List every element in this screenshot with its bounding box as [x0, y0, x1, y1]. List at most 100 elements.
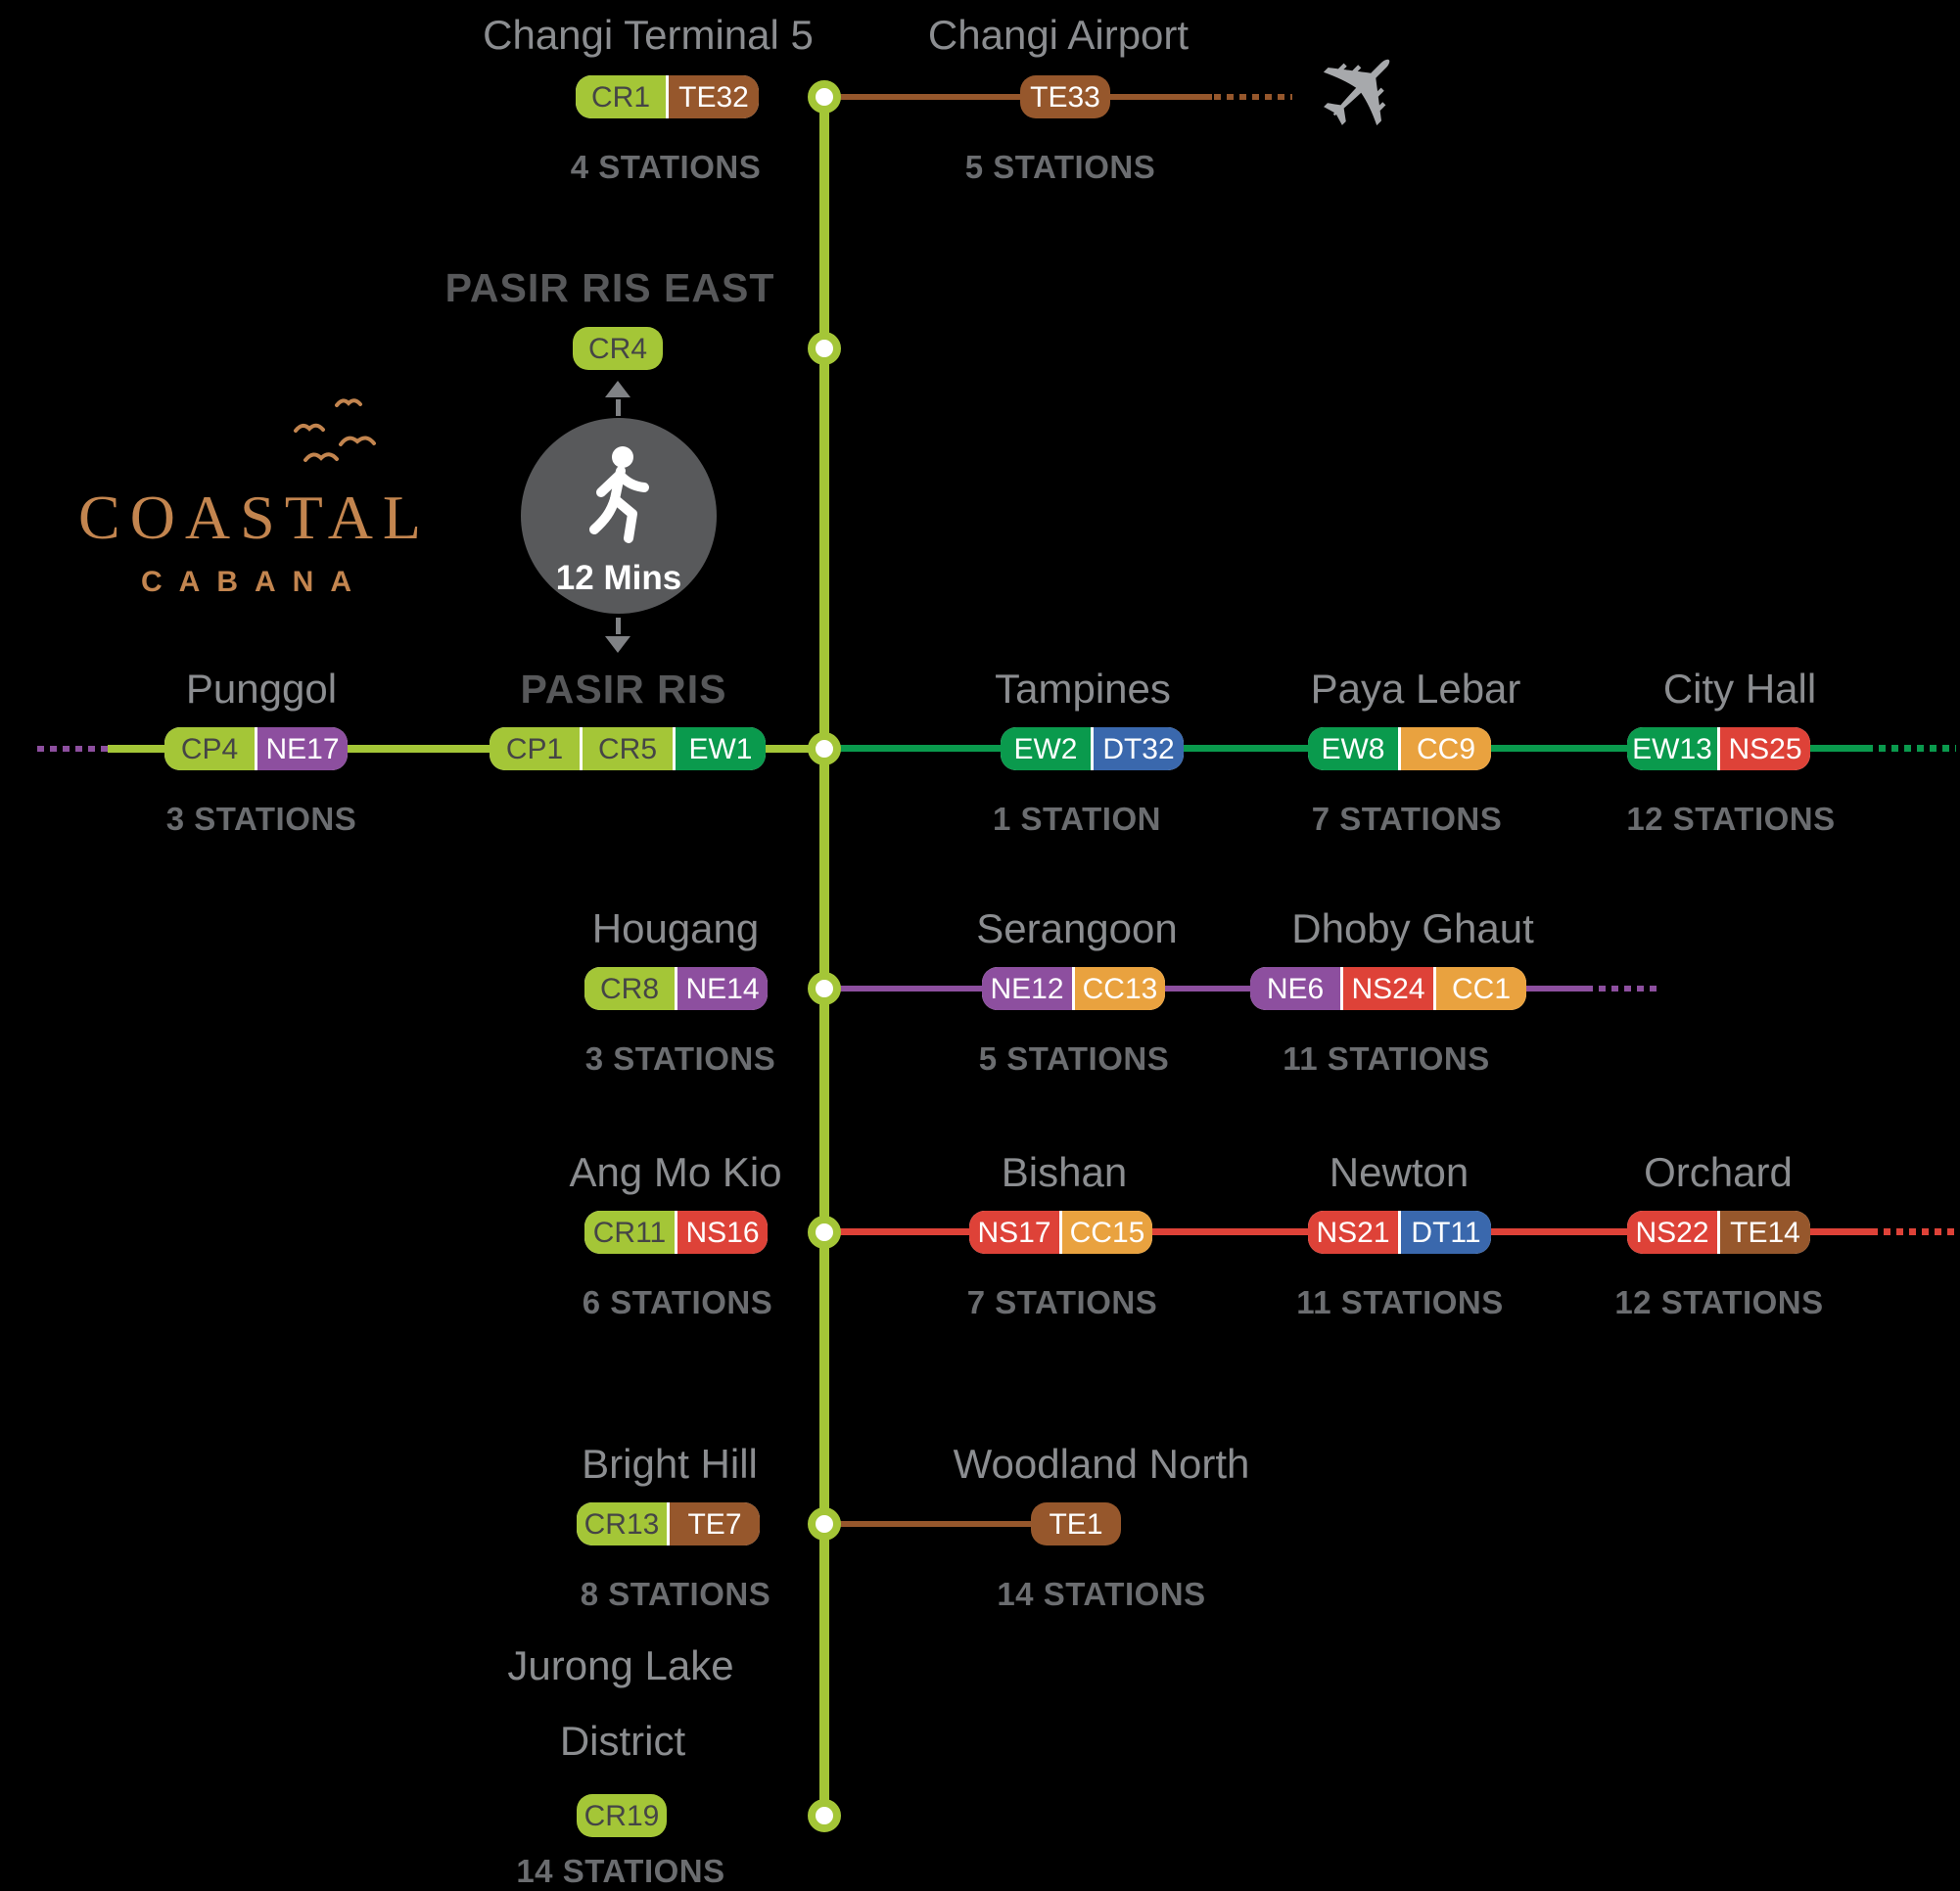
brand-title: COASTAL	[78, 483, 431, 552]
badge-segment: NE17	[257, 727, 348, 770]
airplane-icon: ✈	[1286, 14, 1439, 166]
station-badge-group: NE12 CC13	[982, 967, 1165, 1010]
station-badge-group: TE33	[1020, 75, 1110, 118]
walk-duration: 12 Mins	[555, 559, 682, 597]
te-line-woodland	[829, 1521, 1074, 1527]
station-label-dhoby-ghaut: Dhoby Ghaut	[1291, 905, 1534, 951]
station-badge-group: NS17 CC15	[969, 1211, 1152, 1254]
brand-subtitle: CABANA	[141, 566, 368, 598]
node-pasir-ris-row	[808, 732, 841, 765]
badge-segment: EW13	[1627, 727, 1717, 770]
badge-segment: NE14	[677, 967, 768, 1010]
arrow-down-dashes	[616, 618, 621, 634]
station-count-bright-hill: 8 STATIONS	[580, 1576, 771, 1612]
station-badge-group: CP4 NE17	[164, 727, 348, 770]
badge-segment: NS17	[969, 1211, 1059, 1254]
badge-segment: NS25	[1720, 727, 1810, 770]
station-badge-group: CR4	[573, 327, 663, 370]
station-label-paya-lebar: Paya Lebar	[1310, 666, 1521, 712]
badge-segment: TE14	[1720, 1211, 1810, 1254]
node-jurong-row	[808, 1799, 841, 1832]
station-count-hougang: 3 STATIONS	[584, 1040, 776, 1077]
station-badge-group: CR19	[577, 1794, 667, 1837]
ne-line	[829, 986, 1586, 992]
station-badge-group: NE6 NS24 CC1	[1250, 967, 1526, 1010]
station-label-pasir-ris-east: PASIR RIS EAST	[444, 265, 775, 310]
station-label-jurong-lake-1: Jurong Lake	[507, 1642, 734, 1688]
station-badge-group: CR8 NE14	[584, 967, 768, 1010]
badge-segment: NS16	[677, 1211, 768, 1254]
arrow-up-dashes	[616, 399, 621, 416]
badge-segment: CP1	[490, 727, 580, 770]
station-label-changi-t5: Changi Terminal 5	[483, 12, 814, 58]
station-count-changi-airport: 5 STATIONS	[964, 149, 1156, 185]
badge-segment: EW1	[676, 727, 766, 770]
station-count-serangoon: 5 STATIONS	[978, 1040, 1170, 1077]
node-pasir-ris-east-row	[808, 332, 841, 365]
walking-person-icon	[589, 446, 649, 543]
walk-time-circle: 12 Mins	[521, 418, 717, 614]
te-line-changi-dotted	[1214, 94, 1292, 100]
ew-line-dotted	[1866, 745, 1956, 752]
badge-segment: CC1	[1436, 967, 1526, 1010]
station-label-serangoon: Serangoon	[976, 905, 1178, 951]
badge-segment: CP4	[164, 727, 255, 770]
badge-segment: NS24	[1343, 967, 1433, 1010]
badge-segment: CC15	[1062, 1211, 1152, 1254]
station-count-city-hall: 12 STATIONS	[1626, 801, 1836, 837]
badge-segment: TE33	[1020, 75, 1110, 118]
ne-line-dotted	[1586, 986, 1662, 992]
badge-segment: CR13	[577, 1502, 667, 1545]
station-label-orchard: Orchard	[1644, 1149, 1793, 1195]
badge-segment: CC9	[1401, 727, 1491, 770]
station-badge-group: CR13 TE7	[577, 1502, 760, 1545]
cross-island-line-vertical	[819, 97, 829, 1816]
station-label-tampines: Tampines	[995, 666, 1171, 712]
node-changi-row	[808, 80, 841, 114]
badge-segment: TE1	[1031, 1502, 1121, 1545]
badge-segment: TE7	[670, 1502, 760, 1545]
badge-segment: CR5	[583, 727, 673, 770]
badge-segment: TE32	[669, 75, 759, 118]
station-label-ang-mo-kio: Ang Mo Kio	[569, 1149, 782, 1195]
station-count-changi-t5: 4 STATIONS	[570, 149, 762, 185]
cp-line-left	[108, 745, 166, 753]
station-label-jurong-lake-2: District	[559, 1718, 686, 1764]
badge-segment: NE6	[1250, 967, 1340, 1010]
badge-segment: EW2	[1001, 727, 1091, 770]
cp-line-mid	[344, 745, 491, 753]
station-count-dhoby-ghaut: 11 STATIONS	[1283, 1040, 1490, 1077]
station-badge-group: NS22 TE14	[1627, 1211, 1810, 1254]
station-badge-group: EW8 CC9	[1308, 727, 1491, 770]
station-label-city-hall: City Hall	[1662, 666, 1817, 712]
station-count-orchard: 12 STATIONS	[1614, 1284, 1824, 1320]
badge-segment: NS21	[1308, 1211, 1398, 1254]
badge-segment: CR19	[577, 1794, 667, 1837]
badge-segment: NS22	[1627, 1211, 1717, 1254]
station-count-woodland-north: 14 STATIONS	[997, 1576, 1206, 1612]
station-badge-group: NS21 DT11	[1308, 1211, 1491, 1254]
birds-icon	[294, 398, 376, 462]
node-hougang-row	[808, 972, 841, 1005]
ns-line-dotted	[1871, 1228, 1960, 1235]
station-count-newton: 11 STATIONS	[1296, 1284, 1504, 1320]
badge-segment: CR4	[573, 327, 663, 370]
arrow-up-icon	[605, 381, 630, 397]
station-label-changi-airport: Changi Airport	[927, 12, 1190, 58]
station-label-punggol: Punggol	[185, 666, 338, 712]
station-badge-group: TE1	[1031, 1502, 1121, 1545]
badge-segment: CR1	[576, 75, 666, 118]
badge-segment: DT11	[1401, 1211, 1491, 1254]
station-label-bright-hill: Bright Hill	[582, 1441, 758, 1487]
station-badge-group: CR11 NS16	[584, 1211, 768, 1254]
station-label-hougang: Hougang	[591, 905, 760, 951]
station-label-bishan: Bishan	[1001, 1149, 1128, 1195]
station-badge-group: EW13 NS25	[1627, 727, 1810, 770]
station-label-pasir-ris: PASIR RIS	[520, 667, 727, 712]
station-badge-group: CP1 CR5 EW1	[490, 727, 766, 770]
station-count-tampines: 1 STATION	[993, 801, 1161, 837]
station-count-ang-mo-kio: 6 STATIONS	[582, 1284, 773, 1320]
badge-segment: CR11	[584, 1211, 675, 1254]
badge-segment: CR8	[584, 967, 675, 1010]
